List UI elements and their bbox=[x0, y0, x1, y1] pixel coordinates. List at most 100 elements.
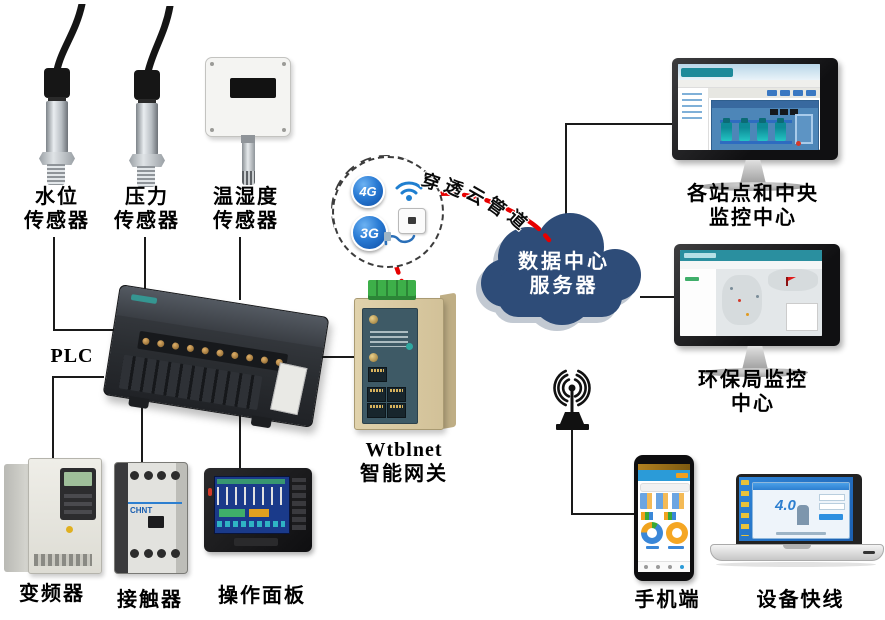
mobile-label: 手机端 bbox=[634, 589, 701, 611]
gateway-logo-dot bbox=[406, 343, 413, 350]
sensor-thread bbox=[47, 164, 65, 185]
inverter-image bbox=[4, 458, 102, 576]
datacenter-cloud-label: 数据中心 服务器 bbox=[518, 251, 610, 298]
tank-diagram bbox=[795, 114, 813, 144]
sensor-hex-nut bbox=[129, 154, 165, 167]
badge-4g: 4G bbox=[351, 174, 385, 208]
panel-screen bbox=[214, 476, 290, 534]
login-panel bbox=[819, 494, 845, 526]
map-legend bbox=[786, 303, 818, 331]
monitor-stand bbox=[740, 160, 766, 184]
pump-icon bbox=[757, 118, 768, 141]
gateway-ethernet-port bbox=[367, 403, 386, 418]
sensor-body bbox=[136, 103, 158, 155]
contactor-bottom-terminals bbox=[128, 546, 182, 564]
app-header bbox=[638, 470, 690, 481]
pressure-sensor-image bbox=[110, 6, 182, 188]
humiture-probe-filter bbox=[242, 171, 255, 185]
contactor-label: 接触器 bbox=[117, 589, 183, 611]
operation-panel-label: 操作面板 bbox=[218, 585, 306, 607]
gateway-ethernet-port bbox=[387, 387, 406, 402]
app-version-text: 4.0 bbox=[775, 497, 796, 514]
epb-monitoring-label: 环保局监控 中心 bbox=[698, 369, 808, 416]
monitor-bezel bbox=[672, 58, 838, 160]
sensor-body bbox=[46, 101, 68, 153]
monitor-bezel bbox=[674, 244, 840, 346]
central-monitoring-label: 各站点和中央 监控中心 bbox=[687, 183, 819, 230]
gateway-front-panel bbox=[362, 308, 418, 424]
gateway-antenna-connector bbox=[369, 315, 378, 324]
wire-water-sensor-plc bbox=[53, 237, 114, 331]
wire-plc-inverter bbox=[52, 376, 104, 462]
sensor-hex-nut bbox=[39, 152, 75, 165]
humiture-probe bbox=[242, 143, 255, 171]
gateway-label: Wtblnet 智能网关 bbox=[360, 439, 448, 486]
monitor-base bbox=[702, 368, 808, 377]
sensor-cap bbox=[134, 70, 160, 100]
contactor-brand: CHNT bbox=[130, 506, 153, 515]
window-titlebar bbox=[753, 483, 849, 490]
panel-led bbox=[208, 488, 212, 496]
panel-keypad bbox=[292, 478, 306, 530]
donut-chart-left bbox=[641, 522, 663, 544]
pump-icon bbox=[775, 118, 786, 141]
pump-icon bbox=[739, 118, 750, 141]
laptop-base bbox=[710, 544, 884, 561]
monitor-base bbox=[700, 182, 806, 191]
person-graphic bbox=[797, 505, 809, 525]
sensor-cap bbox=[44, 68, 70, 98]
inverter-display bbox=[64, 472, 92, 486]
datacenter-cloud-shape bbox=[476, 213, 641, 331]
gateway-antenna-connector bbox=[369, 353, 378, 362]
humiture-sensor-image bbox=[203, 53, 293, 185]
antenna-icon bbox=[553, 369, 591, 430]
router-icon bbox=[398, 208, 426, 234]
monitor-stand bbox=[742, 346, 768, 370]
gis-map bbox=[716, 269, 822, 336]
wire-cloud-central-monitor bbox=[565, 123, 676, 218]
gateway-ethernet-port bbox=[367, 387, 386, 402]
water-level-sensor-image bbox=[20, 4, 92, 186]
pressure-sensor-label: 压力 传感器 bbox=[114, 186, 180, 233]
wire-antenna-phone bbox=[571, 430, 636, 515]
contactor-top-terminals bbox=[128, 468, 182, 486]
laptop-screen: 4.0 bbox=[736, 474, 862, 550]
app-bottom-nav bbox=[638, 561, 690, 572]
sensor-cable bbox=[53, 4, 86, 74]
app-window: 4.0 bbox=[752, 482, 850, 539]
inverter-keypad bbox=[60, 468, 96, 520]
inverter-label: 变频器 bbox=[19, 583, 85, 605]
gateway-terminal-block bbox=[368, 280, 416, 300]
plc-label: PLC bbox=[50, 345, 94, 367]
login-button-graphic bbox=[819, 514, 843, 520]
laptop-image: 4.0 bbox=[710, 474, 884, 570]
central-monitor-screen bbox=[678, 64, 820, 150]
wifi-icon bbox=[395, 181, 423, 201]
sensor-thread bbox=[137, 166, 155, 187]
epb-monitor-screen bbox=[680, 250, 822, 336]
map-flag-marker bbox=[786, 277, 796, 286]
pump-icon bbox=[721, 118, 732, 141]
sensor-cable bbox=[144, 6, 174, 76]
humiture-display bbox=[230, 78, 276, 98]
app-search-bar bbox=[640, 483, 690, 492]
gateway-ethernet-port bbox=[368, 367, 387, 382]
inverter-vents bbox=[34, 554, 92, 566]
scada-tree-sidebar bbox=[678, 88, 709, 150]
gateway-ethernet-port bbox=[387, 403, 406, 418]
humiture-sensor-label: 温湿度 传感器 bbox=[213, 186, 279, 233]
water-sensor-label: 水位 传感器 bbox=[24, 186, 90, 233]
operation-panel-image bbox=[204, 468, 312, 558]
phone-image bbox=[634, 455, 694, 581]
central-monitor-image bbox=[672, 58, 838, 191]
scada-pump-panel bbox=[711, 100, 819, 150]
contactor-image: CHNT bbox=[110, 462, 190, 574]
cable-swirl-icon bbox=[384, 232, 416, 246]
cellular-circle: 4G 3G bbox=[332, 156, 444, 268]
desktop-icons bbox=[741, 480, 749, 536]
epb-monitor-image bbox=[674, 244, 840, 377]
donut-chart-right bbox=[666, 522, 688, 544]
gateway-image bbox=[350, 280, 462, 438]
humiture-housing bbox=[205, 57, 291, 137]
